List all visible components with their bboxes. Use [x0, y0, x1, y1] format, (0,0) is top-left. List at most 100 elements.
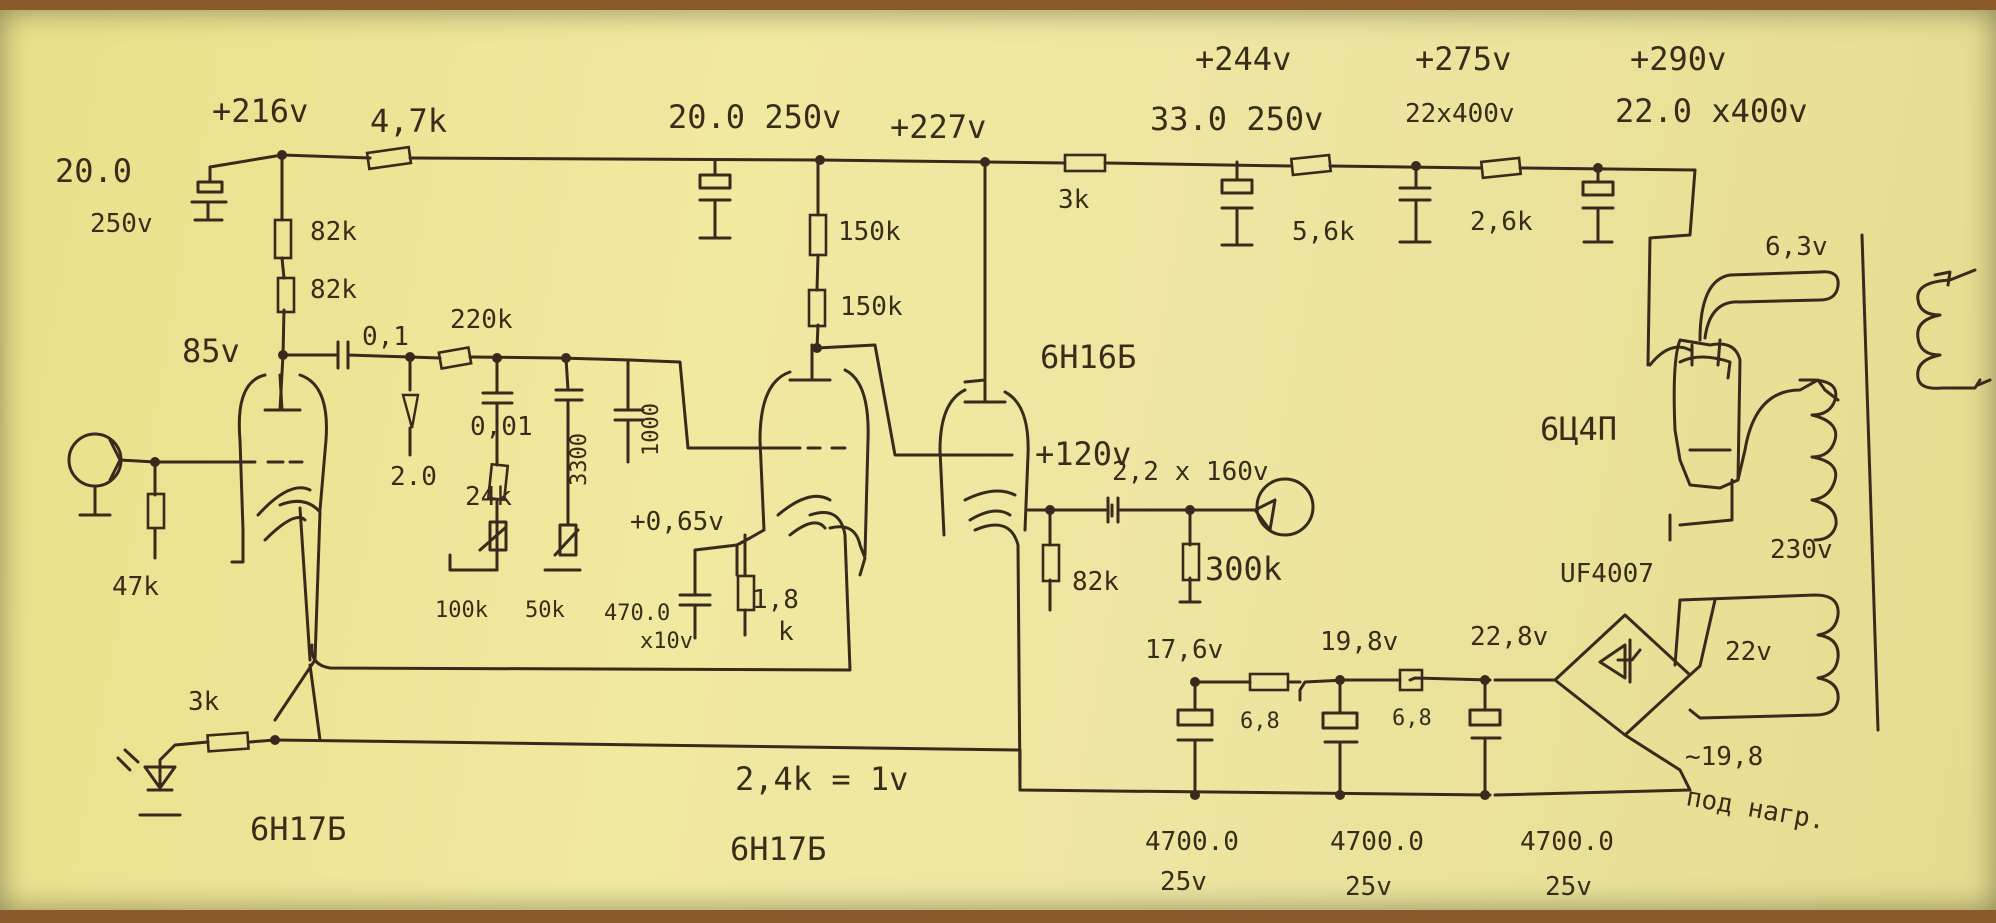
- label-r150a: 150k: [838, 217, 901, 247]
- primary-winding: [1916, 268, 1982, 390]
- cap-3300-wire: [543, 356, 584, 572]
- label-c2u2: 2,2 x 160v: [1112, 457, 1269, 487]
- pot-100k: [478, 518, 508, 572]
- label-r82out: 82k: [1072, 567, 1119, 597]
- resistor-47k-input: [146, 492, 166, 530]
- label-v120: +120v: [1035, 435, 1131, 473]
- junction: [405, 352, 415, 362]
- label-r50: 50k: [525, 598, 565, 623]
- resistor-3k-led: [206, 731, 250, 753]
- resistor-5k6: [1289, 153, 1333, 177]
- tone-network-top: [408, 355, 802, 450]
- junction: [1190, 677, 1200, 687]
- schematic: +216v 4,7k 20.0 250v +227v +244v 33.0 25…: [55, 40, 1992, 902]
- output-jack: [1255, 477, 1315, 537]
- cap-2u2-160v: [1106, 496, 1120, 524]
- cap-001-wire: [448, 356, 514, 572]
- junction: [1411, 161, 1421, 171]
- tube2-heater: [310, 511, 867, 672]
- input-wire: [78, 438, 257, 560]
- junction: [1480, 790, 1490, 800]
- junction: [150, 457, 160, 467]
- cathode-bypass: [678, 543, 747, 640]
- resistor-6r8-a: [1248, 672, 1290, 692]
- label-c4700-c-v: 25v: [1545, 872, 1592, 902]
- label-r300: 300k: [1205, 550, 1282, 588]
- bridge-out-wire: [1298, 676, 1557, 702]
- resistor-2k6: [1479, 156, 1523, 180]
- tube2-envelope: [758, 368, 870, 557]
- tube1-heater: [273, 499, 322, 742]
- label-v198load: ~19,8: [1685, 742, 1763, 772]
- resistor-3k-rail: [1063, 153, 1107, 173]
- rectifier-envelope: [1672, 338, 1742, 490]
- label-r150b: 150k: [840, 292, 903, 322]
- label-v216: +216v: [212, 92, 308, 130]
- tube3-heater: [973, 523, 1492, 797]
- junction: [270, 735, 280, 745]
- tube1-cathode: [230, 486, 312, 564]
- bridge-ac-wires: [1493, 598, 1717, 797]
- label-c4700-a: 4700.0: [1145, 827, 1239, 857]
- label-c01b: 0,01: [470, 412, 533, 442]
- hv-winding: [1798, 378, 1838, 542]
- label-c2: 2.0: [390, 462, 437, 492]
- rectifier-hv-wire: [1736, 378, 1840, 482]
- led: [116, 748, 177, 792]
- resistor-150k-a: [808, 213, 828, 257]
- label-r47: 4,7k: [370, 102, 447, 140]
- heater-winding: [1818, 270, 1840, 302]
- label-c22-0: 22.0 x400v: [1615, 92, 1808, 130]
- rail-to-rectifier: [1646, 168, 1697, 367]
- cap-4700-a: [1176, 680, 1214, 797]
- resistor-82k-b: [276, 276, 296, 314]
- stage2-plate-wire: [815, 158, 1012, 457]
- tube3-plate: [963, 380, 1007, 404]
- label-v244: +244v: [1195, 40, 1291, 78]
- label-v290: +290v: [1630, 40, 1726, 78]
- junction: [278, 350, 288, 360]
- b-plus-rail: [208, 153, 1697, 172]
- resistor-220k: [437, 346, 473, 370]
- label-r220: 220k: [450, 305, 513, 335]
- cap-20-mid: [698, 158, 732, 240]
- label-r24: 24k: [465, 482, 512, 512]
- label-c4700-b-v: 25v: [1345, 872, 1392, 902]
- junction: [1185, 505, 1195, 515]
- label-c20-left-b: 250v: [90, 209, 153, 239]
- rectifier-ground: [1668, 478, 1734, 542]
- label-load-note: под нагр.: [1684, 782, 1828, 836]
- label-bridge: UF4007: [1560, 559, 1654, 589]
- resistor-6r8-b: [1398, 668, 1424, 692]
- mains-switch: [1933, 270, 1992, 387]
- tube3-cathode: [963, 489, 1017, 522]
- label-v198: 19,8v: [1320, 627, 1398, 657]
- cap-1000-wire: [613, 358, 645, 464]
- label-v63: 6,3v: [1765, 232, 1828, 262]
- cap-22-a: [1398, 164, 1432, 244]
- tube2-cathode: [776, 494, 832, 537]
- cap-4700-c: [1468, 678, 1502, 797]
- input-jack: [67, 432, 123, 488]
- resistor-24k: [486, 462, 510, 502]
- label-r68a: 6,8: [1240, 709, 1280, 734]
- label-r18: 1,8: [752, 585, 799, 615]
- label-c1000: 1000: [639, 403, 664, 456]
- label-c4700-a-v: 25v: [1160, 867, 1207, 897]
- label-v176: 17,6v: [1145, 635, 1223, 665]
- junction: [561, 353, 571, 363]
- label-c01: 0,1: [362, 322, 409, 352]
- transformer-core: [1860, 233, 1880, 732]
- label-r3k-led: 3k: [188, 687, 220, 717]
- low-voltage-winding: [1673, 593, 1840, 720]
- resistor-300k: [1181, 542, 1201, 582]
- junction: [1045, 505, 1055, 515]
- stage1-plate-wire: [278, 153, 286, 412]
- label-c20-mid: 20.0 250v: [668, 98, 841, 136]
- cap-33: [1220, 160, 1254, 247]
- junction: [1335, 790, 1345, 800]
- label-tube3: 6H16Б: [1040, 338, 1136, 376]
- resistor-82k-out: [1041, 543, 1061, 583]
- junction: [1480, 675, 1490, 685]
- paper-sheet: +216v 4,7k 20.0 250v +227v +244v 33.0 25…: [0, 10, 1996, 910]
